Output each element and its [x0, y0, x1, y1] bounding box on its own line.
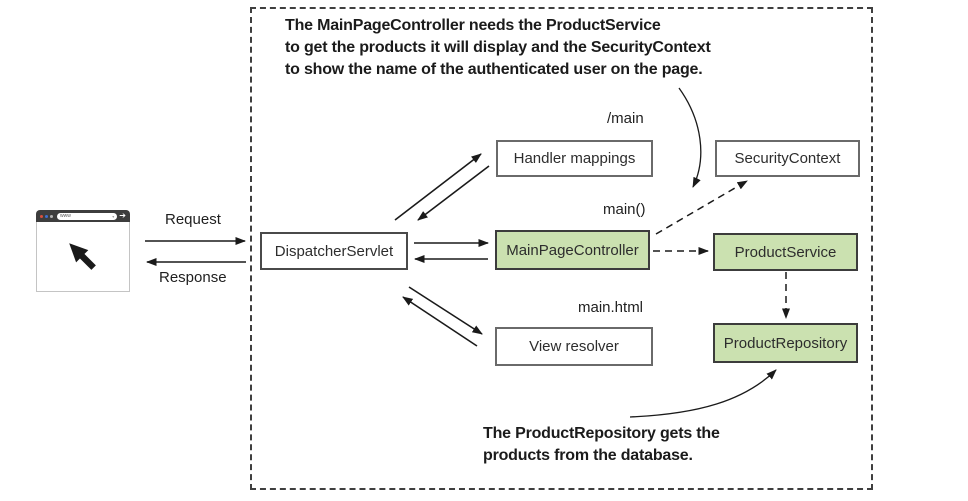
browser-address-bar: www ▾ — [57, 212, 118, 220]
node-main-page-controller: MainPageController — [495, 230, 650, 270]
address-caret-icon: ▾ — [112, 213, 115, 219]
node-product-service: ProductService — [713, 233, 858, 271]
top-annotation: The MainPageController needs the Product… — [285, 15, 711, 81]
viewresolver-to-dispatcher-arrow — [402, 296, 478, 347]
cursor-arrow-icon — [69, 242, 96, 270]
bottom-annotation-line-1: The ProductRepository gets the — [483, 425, 720, 442]
handler-to-dispatcher-arrow — [417, 165, 490, 221]
top-annotation-line-2: to get the products it will display and … — [285, 39, 711, 56]
application-boundary-frame — [250, 7, 873, 490]
request-label: Request — [165, 211, 221, 228]
browser-titlebar: www ▾ ➔ — [36, 210, 130, 222]
browser-red-dot-icon — [40, 214, 43, 218]
top-annotation-pointer-curve — [678, 87, 702, 188]
bottom-annotation-pointer-curve — [629, 369, 777, 418]
browser-blue-dot-icon — [45, 214, 48, 218]
edge-label-main-path: /main — [607, 110, 644, 127]
top-annotation-line-1: The MainPageController needs the Product… — [285, 17, 661, 34]
dispatcher-to-handler-arrow — [394, 153, 482, 221]
dispatcher-to-viewresolver-arrow — [408, 286, 483, 335]
node-dispatcher-servlet: DispatcherServlet — [260, 232, 408, 270]
browser-address-text: www — [60, 212, 71, 219]
browser-icon: www ▾ ➔ — [36, 210, 130, 293]
node-view-resolver: View resolver — [495, 327, 653, 366]
node-security-context: SecurityContext — [715, 140, 860, 177]
edge-label-main-view: main.html — [578, 299, 644, 316]
bottom-annotation: The ProductRepository gets the products … — [483, 423, 720, 467]
node-product-repository: ProductRepository — [713, 323, 858, 363]
edge-label-main-method: main() — [603, 201, 646, 218]
browser-viewport — [36, 222, 130, 292]
response-label: Response — [159, 269, 227, 286]
browser-go-arrow-icon: ➔ — [119, 211, 126, 220]
browser-gray-dot-icon — [50, 214, 53, 218]
bottom-annotation-line-2: products from the database. — [483, 447, 693, 464]
node-handler-mappings: Handler mappings — [496, 140, 653, 177]
controller-to-securitycontext-dashed-arrow — [655, 180, 748, 235]
top-annotation-line-3: to show the name of the authenticated us… — [285, 61, 703, 78]
